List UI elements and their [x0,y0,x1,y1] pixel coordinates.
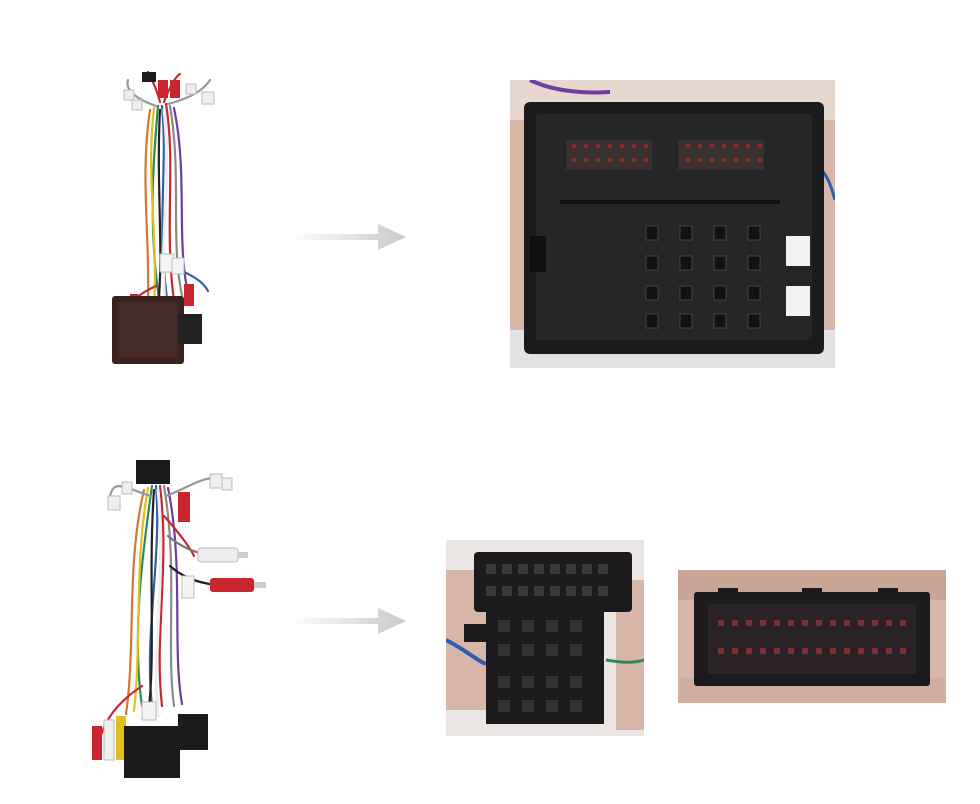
wire-harness-with-box [98,66,228,371]
multipin-header-connector-photo [678,570,946,703]
arrow-right-icon [290,222,408,252]
quadlock-connector-photo [510,80,835,368]
arrow-right-icon [290,606,408,636]
wire-harness-with-rca [82,456,272,786]
iso-stacked-connector-photo [446,540,644,736]
